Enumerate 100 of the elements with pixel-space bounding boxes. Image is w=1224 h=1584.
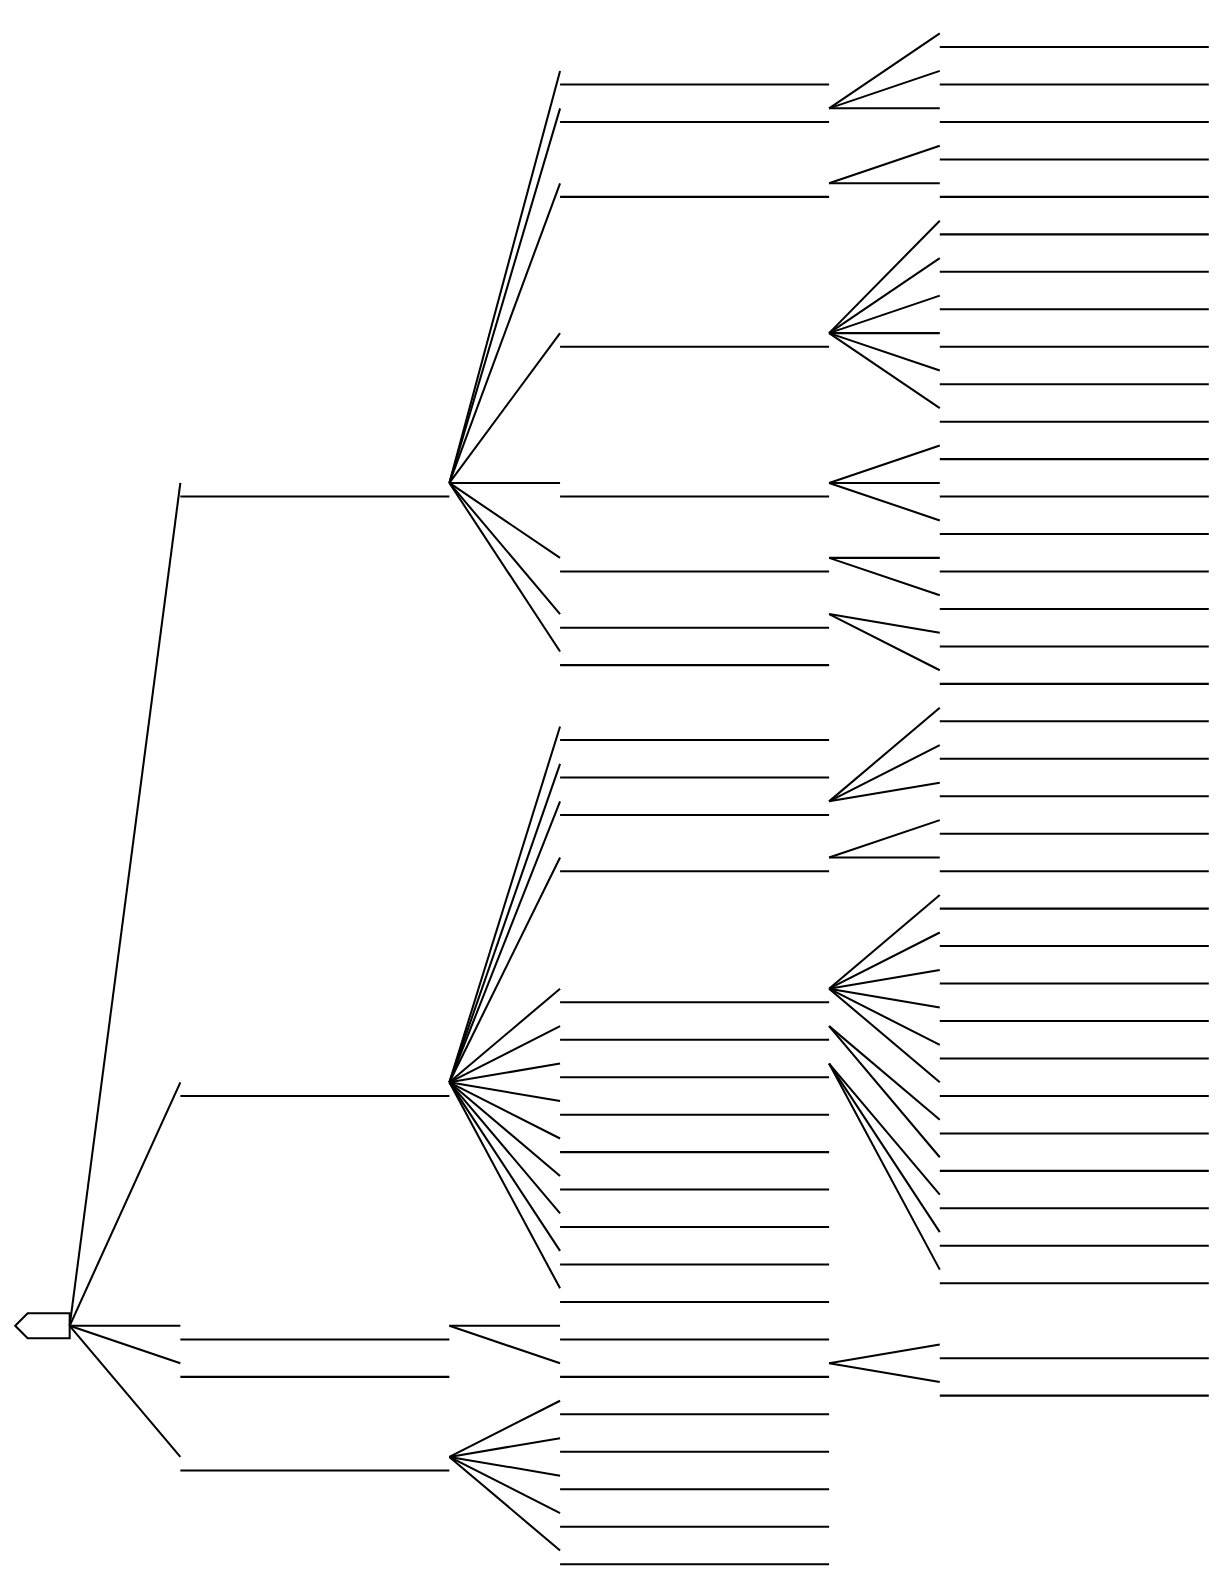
- connector: [449, 1062, 561, 1084]
- node-line: [939, 1394, 1209, 1397]
- node-line: [560, 870, 830, 873]
- node-line: [560, 1113, 830, 1116]
- connector: [828, 706, 941, 803]
- node-line: [560, 83, 830, 86]
- connector: [828, 32, 941, 110]
- connector: [828, 613, 941, 672]
- connector: [448, 1456, 561, 1514]
- connector: [448, 1081, 561, 1177]
- connector: [828, 482, 941, 522]
- node-line: [939, 46, 1209, 49]
- node-line: [939, 420, 1209, 423]
- connector: [829, 182, 940, 185]
- connector: [828, 613, 940, 634]
- connector: [829, 856, 940, 859]
- connector: [828, 987, 941, 1046]
- node-line: [560, 345, 830, 348]
- connector: [828, 931, 941, 990]
- node-line: [560, 813, 830, 816]
- node-line: [939, 607, 1209, 610]
- node-line: [560, 1488, 830, 1491]
- connector: [828, 220, 941, 334]
- node-line: [939, 1282, 1209, 1285]
- node-line: [939, 383, 1209, 386]
- node-line: [939, 308, 1209, 311]
- connector: [448, 1081, 561, 1215]
- node-line: [939, 270, 1209, 273]
- connector: [68, 1325, 182, 1458]
- connector: [448, 332, 561, 484]
- connector: [449, 481, 561, 484]
- connector: [828, 987, 941, 1084]
- node-line: [560, 1525, 830, 1528]
- node-line: [939, 1169, 1209, 1172]
- node-line: [560, 776, 830, 779]
- node-line: [560, 195, 830, 198]
- connector: [829, 481, 940, 484]
- connector: [829, 556, 940, 559]
- node-line: [939, 195, 1209, 198]
- connector: [828, 332, 941, 372]
- node-pentagon: [13, 1312, 71, 1340]
- node-line: [560, 1001, 830, 1004]
- node-line: [560, 1226, 830, 1229]
- connector: [828, 257, 941, 334]
- connector: [448, 482, 561, 653]
- node-line: [939, 120, 1209, 123]
- node-line: [560, 1076, 830, 1079]
- node-line: [939, 345, 1209, 348]
- node-line: [939, 1357, 1209, 1360]
- node-line: [560, 1188, 830, 1191]
- node-line: [560, 664, 830, 667]
- node-line: [939, 495, 1209, 498]
- node-line: [180, 1469, 450, 1472]
- connector: [828, 1025, 941, 1158]
- node-line: [939, 1207, 1209, 1210]
- node-line: [939, 158, 1209, 161]
- connector: [828, 69, 941, 110]
- connector: [448, 987, 561, 1084]
- node-line: [939, 1057, 1209, 1060]
- connector: [828, 294, 941, 335]
- node-line: [180, 1338, 450, 1341]
- node-line: [939, 795, 1209, 798]
- connector: [68, 1081, 182, 1327]
- connector: [448, 1081, 561, 1289]
- connector: [829, 332, 940, 335]
- node-line: [939, 720, 1209, 723]
- connector: [828, 781, 940, 803]
- node-line: [560, 495, 830, 498]
- node-line: [560, 1375, 830, 1378]
- connector: [448, 1456, 561, 1552]
- connector: [448, 482, 561, 615]
- node-line: [939, 533, 1209, 536]
- connector: [828, 332, 941, 409]
- connector: [448, 1399, 561, 1458]
- node-line: [939, 757, 1209, 760]
- node-line: [560, 1038, 830, 1041]
- node-line: [939, 1020, 1209, 1023]
- connector: [448, 1081, 561, 1252]
- node-line: [939, 832, 1209, 835]
- connector: [828, 894, 941, 990]
- connector: [828, 1343, 940, 1365]
- node-line: [939, 682, 1209, 685]
- connector: [449, 1324, 561, 1365]
- node-line: [939, 907, 1209, 910]
- node-line: [560, 1263, 830, 1266]
- node-line: [939, 83, 1209, 86]
- connector: [69, 1324, 181, 1365]
- connector: [829, 107, 940, 110]
- connector: [68, 482, 182, 1326]
- connector: [828, 968, 940, 990]
- node-line: [560, 570, 830, 573]
- node-line: [180, 1375, 450, 1378]
- connector: [449, 1324, 561, 1327]
- node-line: [939, 645, 1209, 648]
- node-line: [939, 233, 1209, 236]
- node-line: [939, 870, 1209, 873]
- node-line: [180, 495, 450, 498]
- node-line: [560, 626, 830, 629]
- node-line: [180, 1094, 450, 1097]
- connector: [828, 1063, 941, 1271]
